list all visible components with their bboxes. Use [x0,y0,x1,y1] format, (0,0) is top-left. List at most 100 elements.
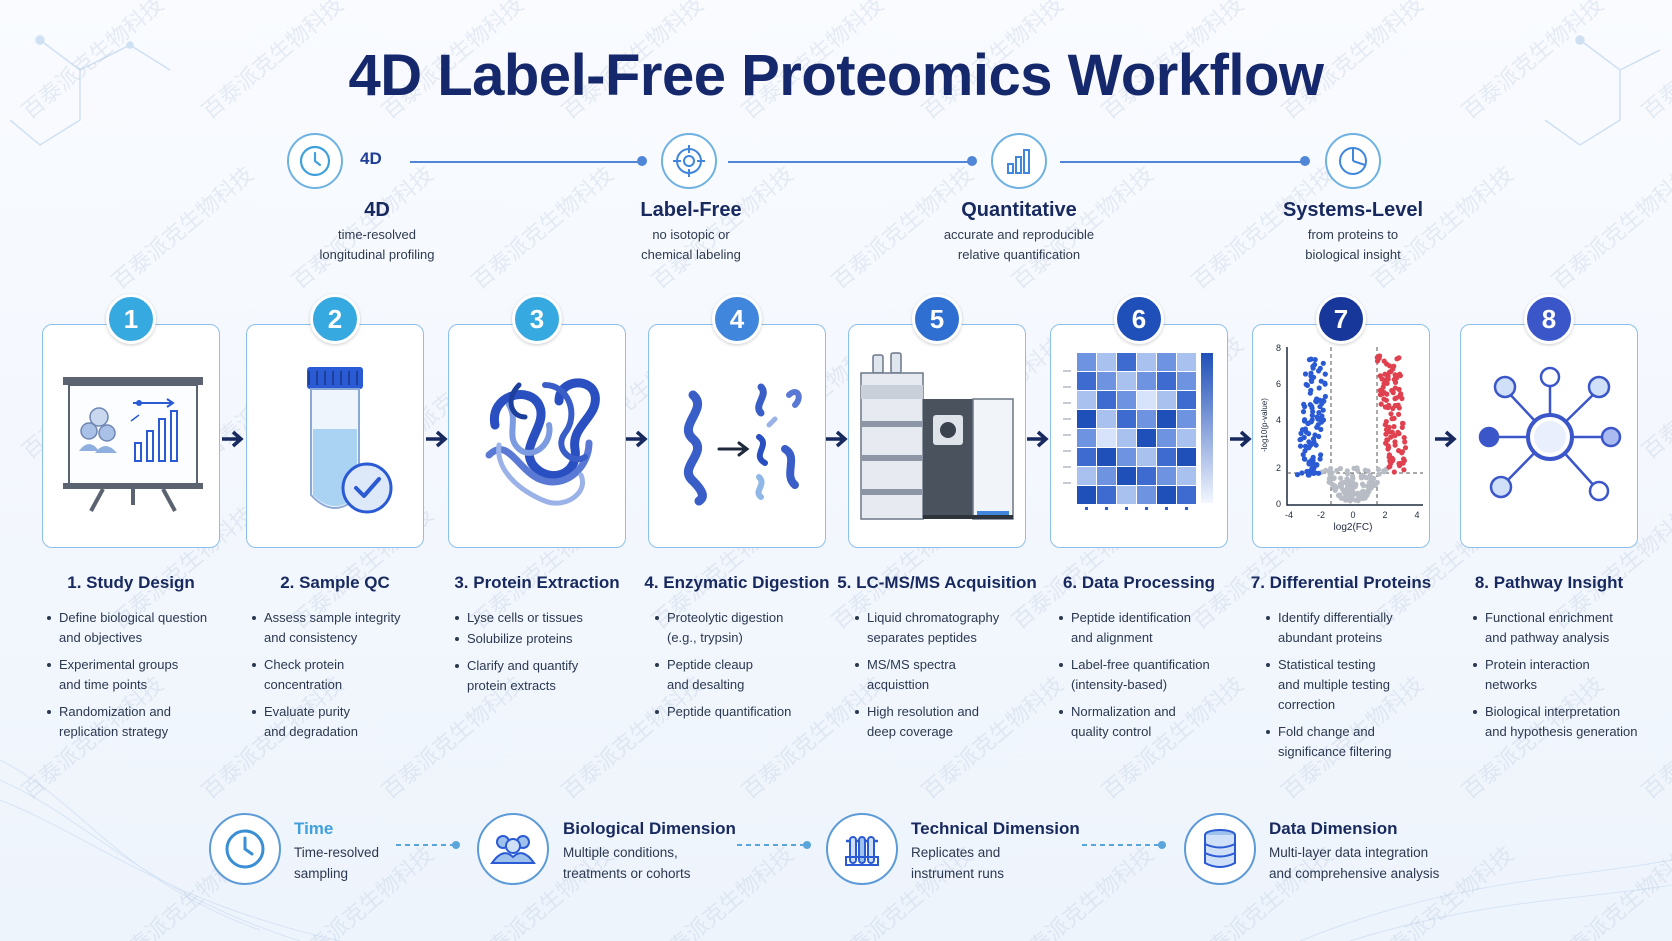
step-title: 2. Sample QC [280,573,390,592]
feature-connector [1060,161,1305,163]
target-icon [661,133,717,189]
clock-icon [287,133,343,189]
step-number-badge: 2 [310,294,360,344]
volcano-point-down [1302,371,1309,377]
volcano-point-down [1314,462,1320,468]
volcano-point-up [1401,456,1407,462]
bullet-item: Lyse cells or tissues [452,608,652,628]
volcano-point-nonsignificant [1359,481,1366,487]
volcano-point-nonsignificant [1367,472,1373,479]
heatmap-cell [1097,486,1116,504]
volcano-point-down [1320,417,1327,423]
sample-tube-check-icon [307,367,393,514]
heatmap-cell [1137,372,1156,390]
step-card-differential-proteins: 8 6 4 2 0 -4 -2 0 2 4 log2(FC) -log10(p-… [1252,324,1430,548]
volcano-point-up [1383,397,1389,403]
volcano-point-up [1402,445,1409,451]
heatmap-cell [1157,486,1176,504]
heatmap-cell [1137,410,1156,428]
heatmap-column-tick [1085,507,1088,510]
volcano-point-up [1380,384,1386,390]
volcano-point-down [1314,396,1320,402]
heatmap-cell [1077,429,1096,447]
heatmap-cell [1137,486,1156,504]
volcano-point-nonsignificant [1358,474,1364,480]
feature-desc-line: time-resolved [337,227,417,242]
volcano-point-down [1304,468,1310,475]
volcano-point-nonsignificant [1355,468,1361,474]
heatmap-cell [1117,467,1136,485]
volcano-point-up [1396,411,1402,417]
feature-connector-dot [637,156,647,166]
volcano-point-down [1301,434,1307,441]
volcano-point-nonsignificant [1339,480,1345,486]
step-title: 8. Pathway Insight [1474,573,1624,592]
volcano-point-up [1396,355,1402,361]
volcano-point-up [1391,424,1397,430]
heatmap-cell [1177,353,1196,371]
step-card-sample-qc [246,324,424,548]
feature-desc-line: from proteins to [1307,227,1399,242]
heatmap-cell [1177,486,1196,504]
feature-desc-line: chemical labeling [641,247,741,262]
step-title: 4. Enzymatic Digestion [644,573,830,592]
volcano-xtick: 0 [1350,510,1355,520]
bullet-item: Solubilize proteins [452,629,652,649]
volcano-point-down [1302,417,1308,423]
volcano-point-down [1313,442,1319,448]
volcano-point-up [1391,415,1397,421]
bar-chart-icon [991,133,1047,189]
volcano-point-up [1391,469,1397,475]
volcano-point-nonsignificant [1334,467,1340,474]
volcano-point-down [1317,456,1323,462]
heatmap-cell [1097,467,1116,485]
volcano-xtick: -2 [1317,510,1325,520]
volcano-ytick: 4 [1276,415,1281,425]
volcano-point-up [1400,420,1406,427]
feature-desc-line: longitudinal profiling [319,247,435,262]
heatmap-cell [1177,429,1196,447]
heatmap-cell [1077,410,1096,428]
volcano-point-up [1384,380,1390,386]
bullet-item: Label-free quantification(intensity-base… [1056,655,1256,695]
step-card-enzymatic-digestion [648,324,826,548]
volcano-point-up [1383,419,1389,425]
heatmap-cell [1177,391,1196,409]
heatmap-cell [1177,410,1196,428]
heatmap-cell [1117,448,1136,466]
volcano-point-up [1392,379,1399,385]
volcano-point-up [1389,455,1395,461]
heatmap-cell [1077,486,1096,504]
volcano-point-up [1382,404,1388,410]
volcano-point-down [1316,410,1322,416]
volcano-point-nonsignificant [1343,495,1349,501]
volcano-point-down [1294,472,1301,478]
volcano-point-up [1388,411,1394,417]
step-bullets: Proteolytic digestion(e.g., trypsin) Pep… [652,608,852,729]
heatmap-cell [1097,372,1116,390]
heatmap-icon [1063,353,1213,510]
step-card-study-design [42,324,220,548]
dimension-desc-line: treatments or cohorts [563,866,691,881]
arrow-right-icon [426,430,448,448]
dashed-connector [737,841,811,849]
dimension-desc-line: Multiple conditions, [563,845,678,860]
heatmap-cell [1117,372,1136,390]
volcano-points [1294,353,1409,504]
dimension-biological: Biological Dimension Multiple conditions… [563,818,736,884]
volcano-point-down [1305,420,1311,427]
volcano-point-nonsignificant [1361,494,1367,500]
feature-connector [728,161,972,163]
volcano-point-down [1318,452,1324,458]
heatmap-cell [1077,353,1096,371]
volcano-point-down [1300,409,1307,415]
volcano-point-up [1383,431,1389,437]
